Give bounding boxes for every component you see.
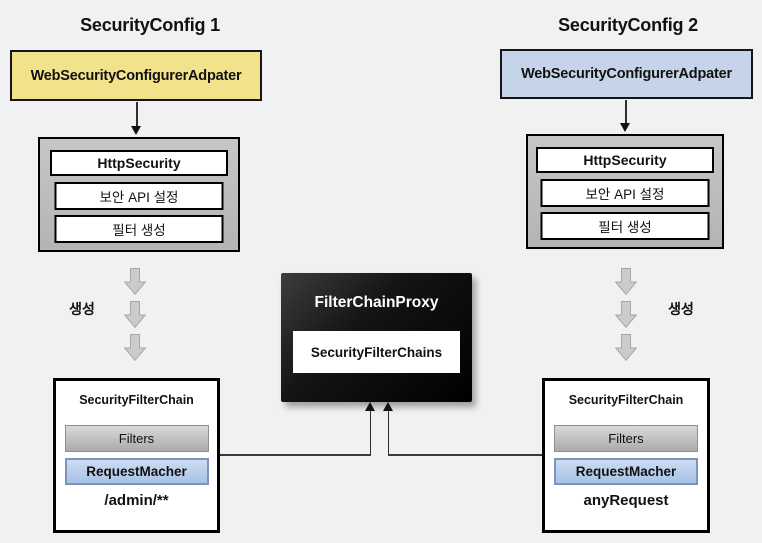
config2-block-arrow-icon-2 xyxy=(615,301,637,328)
config1-create-label: 생성 xyxy=(69,301,95,317)
config1-title: SecurityConfig 1 xyxy=(80,14,220,35)
connector-right-horizontal xyxy=(388,454,542,456)
config2-adapter-arrow-line xyxy=(625,100,627,124)
config2-title: SecurityConfig 2 xyxy=(558,14,698,35)
config2-adapter-box: WebSecurityConfigurerAdpater xyxy=(500,49,753,99)
config2-httpsecurity-container: HttpSecurity 보안 API 설정 필터 생성 xyxy=(526,134,724,249)
config1-httpsecurity-box: HttpSecurity xyxy=(50,150,228,176)
config2-filter-create-row: 필터 생성 xyxy=(540,212,710,240)
config1-security-api-row: 보안 API 설정 xyxy=(54,182,224,210)
connector-left-horizontal xyxy=(220,454,371,456)
config2-httpsecurity-box: HttpSecurity xyxy=(536,147,714,173)
proxy-title: FilterChainProxy xyxy=(314,294,439,311)
config1-request-matcher-row: RequestMacher xyxy=(64,458,209,485)
connector-right-up-arrow-icon xyxy=(383,402,393,411)
config1-filter-create-row: 필터 생성 xyxy=(54,215,224,243)
config2-pattern-label: anyRequest xyxy=(583,491,669,509)
config1-down-arrow-icon xyxy=(131,126,141,135)
security-filter-chains-box: SecurityFilterChains xyxy=(293,331,460,373)
config1-pattern-label: /admin/** xyxy=(104,491,169,509)
config2-block-arrow-icon-3 xyxy=(615,334,637,361)
config1-filters-row: Filters xyxy=(64,425,209,452)
config1-block-arrow-icon-1 xyxy=(124,268,146,295)
config1-chain-title: SecurityFilterChain xyxy=(79,393,194,407)
config1-block-arrow-icon-3 xyxy=(124,334,146,361)
connector-left-vertical xyxy=(369,409,371,455)
config2-down-arrow-icon xyxy=(620,123,630,132)
filter-chain-proxy-box: FilterChainProxy SecurityFilterChains xyxy=(281,273,472,402)
connector-left-up-arrow-icon xyxy=(365,402,375,411)
connector-right-vertical xyxy=(387,409,389,455)
config2-block-arrow-icon-1 xyxy=(615,268,637,295)
config2-filters-row: Filters xyxy=(554,425,698,452)
config2-chain-title: SecurityFilterChain xyxy=(568,393,684,407)
config2-request-matcher-row: RequestMacher xyxy=(554,458,698,485)
config1-adapter-arrow-line xyxy=(136,102,138,127)
config1-httpsecurity-container: HttpSecurity 보안 API 설정 필터 생성 xyxy=(38,137,240,252)
config2-security-api-row: 보안 API 설정 xyxy=(540,179,710,207)
config1-adapter-box: WebSecurityConfigurerAdpater xyxy=(10,50,262,101)
config1-filter-chain-box: SecurityFilterChain Filters RequestMache… xyxy=(53,378,220,533)
config2-create-label: 생성 xyxy=(668,301,694,317)
config1-block-arrow-icon-2 xyxy=(124,301,146,328)
config2-filter-chain-box: SecurityFilterChain Filters RequestMache… xyxy=(542,378,710,533)
